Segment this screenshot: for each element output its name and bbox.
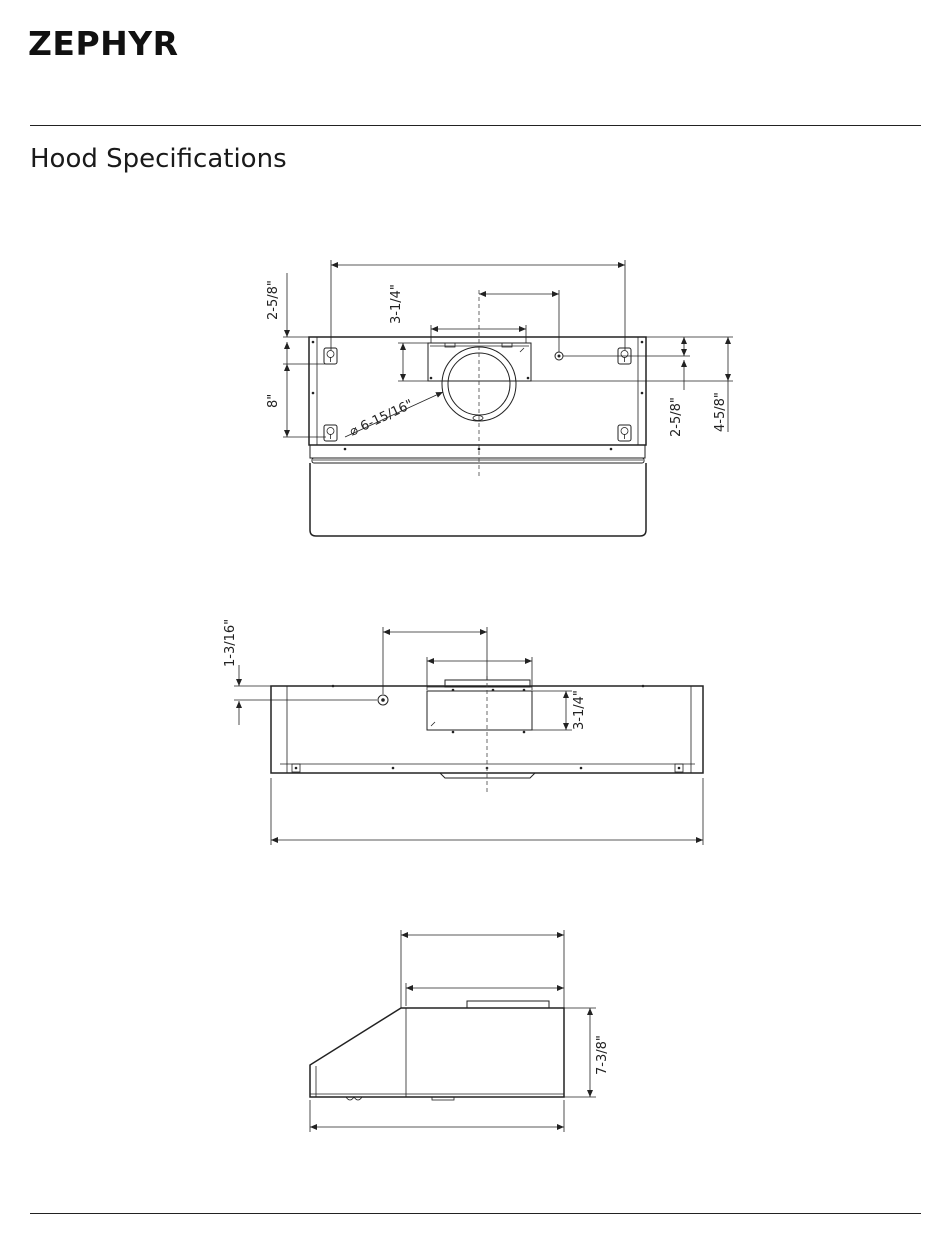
keyhole-slot: [324, 348, 337, 364]
keyhole-slot: [324, 425, 337, 441]
dim-front-left: 1-3/16": [223, 619, 238, 667]
footer-divider: [30, 1213, 921, 1214]
top-view-drawing: 3-1/4" 2-5/8" 8" ⌀ 6-15/16" 2-5/8" 4-5/8…: [266, 260, 733, 536]
dim-top-left-upper: 2-5/8": [266, 280, 281, 320]
front-view-drawing: 1-3/16" 3-1/4": [223, 619, 703, 845]
dim-top-center-vertical: 3-1/4": [389, 284, 404, 324]
dim-duct-diameter: ⌀ 6-15/16": [347, 397, 415, 439]
dim-side-height: 7-3/8": [595, 1035, 610, 1075]
keyhole-slot: [618, 425, 631, 441]
dim-front-right: 3-1/4": [572, 690, 587, 730]
dim-top-left-lower: 8": [266, 394, 281, 408]
dim-top-right-outer: 4-5/8": [713, 392, 728, 432]
dim-top-right-inner: 2-5/8": [669, 397, 684, 437]
side-view-drawing: 7-3/8": [310, 930, 610, 1132]
